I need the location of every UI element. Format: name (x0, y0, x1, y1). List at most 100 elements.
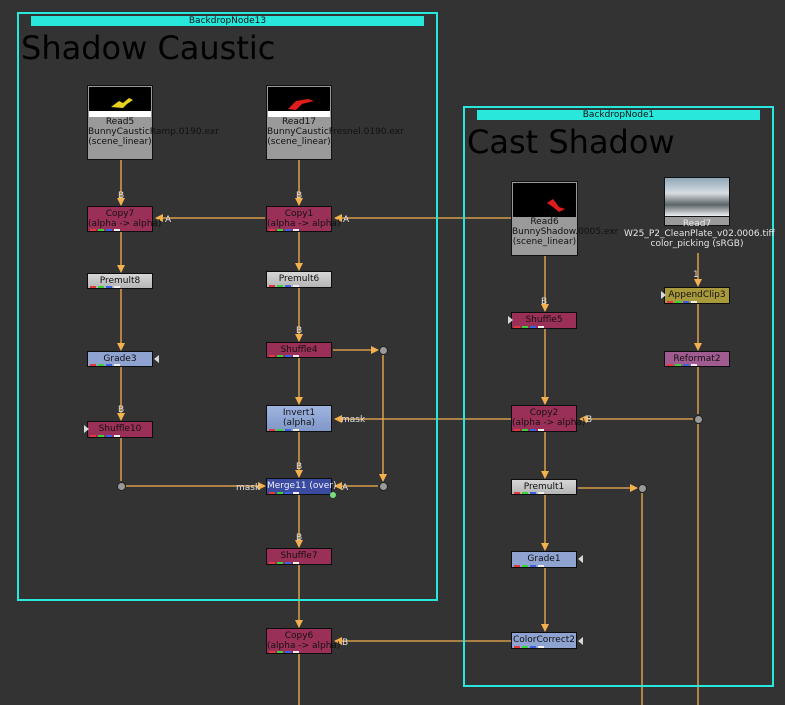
input-label-one: 1 (693, 270, 699, 280)
read-colorspace: (scene_linear) (88, 137, 152, 147)
node-merge11[interactable]: Merge11 (over) (266, 478, 337, 495)
input-label-b: B (118, 405, 125, 415)
input-label-mask: mask (236, 483, 261, 493)
channel-indicator (269, 229, 329, 231)
node-sub: (alpha) (283, 418, 315, 428)
read-thumbnail (268, 87, 330, 111)
input-label-a: A (165, 215, 172, 225)
dot-node[interactable] (379, 346, 388, 355)
node-shuffle5[interactable]: Shuffle5 (511, 312, 577, 329)
read-thumbnail (89, 87, 151, 111)
node-copy2[interactable]: Copy2 (alpha -> alpha) (511, 405, 586, 432)
node-name: Copy2 (529, 408, 559, 418)
node-name: Copy6 (284, 631, 314, 641)
backdrop-label: BackdropNode1 (477, 110, 760, 120)
input-label-b: B (118, 191, 125, 201)
node-shuffle4[interactable]: Shuffle4 (266, 342, 332, 358)
channel-indicator (269, 429, 329, 431)
input-label-b: B (296, 191, 303, 201)
channel-indicator (269, 355, 329, 357)
mask-input-arrow[interactable] (661, 291, 666, 299)
node-premult6[interactable]: Premult6 (266, 271, 332, 288)
backdrop-title: Cast Shadow (467, 123, 675, 161)
node-copy7[interactable]: Copy7 (alpha -> alpha) (87, 206, 162, 232)
node-name: Shuffle4 (280, 345, 318, 355)
dot-node[interactable] (638, 484, 647, 493)
read-name: Read7 (682, 219, 712, 229)
node-name: Copy1 (284, 209, 314, 219)
dot-node[interactable] (117, 482, 126, 491)
read-colorspace: (scene_linear) (512, 237, 577, 247)
backdrop-title: Shadow Caustic (21, 29, 276, 67)
read-name: Read5 (105, 117, 135, 127)
node-reformat2[interactable]: Reformat2 (664, 351, 730, 367)
channel-indicator (269, 651, 329, 653)
node-name: Grade1 (527, 554, 561, 564)
channel-indicator (667, 364, 727, 366)
output-arrow[interactable] (578, 555, 583, 563)
dot-node[interactable] (379, 482, 388, 491)
mask-input-arrow[interactable] (508, 316, 513, 324)
read-name: Read6 (530, 217, 559, 227)
node-sub: (alpha -> alpha) (88, 219, 162, 229)
read-node-read17[interactable]: Read17 BunnyCausticFresnel.0190.exr (sce… (266, 85, 404, 160)
input-label-b: B (342, 638, 349, 648)
input-label-b: B (586, 415, 593, 425)
node-colorcorrect2[interactable]: ColorCorrect2 (511, 632, 577, 649)
backdrop-label: BackdropNode13 (31, 16, 424, 26)
read-node-read5[interactable]: Read5 BunnyCausticRamp.0190.exr (scene_l… (87, 85, 219, 160)
channel-indicator (514, 565, 574, 567)
node-name: Grade3 (103, 354, 137, 364)
node-name: Shuffle5 (525, 315, 563, 325)
node-name: Premult8 (99, 276, 141, 286)
read-file: W25_P2_CleanPlate_v02.0006.tiff (624, 229, 775, 239)
channel-indicator (514, 326, 574, 328)
channel-indicator (667, 301, 727, 303)
read-node-read7[interactable]: Read7 W25_P2_CleanPlate_v02.0006.tiff co… (624, 177, 775, 253)
backdrop-node-1[interactable]: BackdropNode1 Cast Shadow (463, 106, 774, 687)
node-name: Premult6 (278, 274, 320, 284)
read-thumbnail (664, 177, 730, 217)
node-name: Reformat2 (673, 354, 721, 364)
node-shuffle7[interactable]: Shuffle7 (266, 548, 332, 565)
node-name: Copy7 (105, 209, 135, 219)
node-copy6[interactable]: Copy6 (alpha -> alpha) (266, 628, 340, 654)
channel-indicator (514, 646, 574, 648)
output-arrow[interactable] (578, 637, 583, 645)
mask-input-arrow[interactable] (84, 425, 89, 433)
read-node-read6[interactable]: Read6 BunnyShadow.0005.exr (scene_linear… (511, 181, 619, 256)
node-name: Premult1 (523, 482, 565, 492)
node-name: ColorCorrect2 (512, 635, 576, 645)
node-grade3[interactable]: Grade3 (87, 351, 153, 367)
node-appendclip3[interactable]: AppendClip3 (664, 287, 730, 304)
backdrop-node-13[interactable]: BackdropNode13 Shadow Caustic (17, 12, 438, 601)
read-colorspace: color_picking (sRGB) (650, 239, 744, 249)
read-file: BunnyShadow.0005.exr (512, 227, 619, 237)
node-grade1[interactable]: Grade1 (511, 551, 577, 568)
channel-indicator (269, 285, 329, 287)
dot-node[interactable] (694, 415, 703, 424)
node-name: Invert1 (282, 408, 316, 418)
node-name: Shuffle7 (280, 551, 318, 561)
node-name: Shuffle10 (98, 424, 142, 434)
read-name: Read17 (281, 117, 317, 127)
node-invert1[interactable]: Invert1 (alpha) (266, 405, 332, 432)
input-label-b: B (541, 297, 548, 307)
node-sub: (alpha -> alpha) (267, 219, 341, 229)
node-premult1[interactable]: Premult1 (511, 479, 577, 495)
merge-output-dot (330, 492, 336, 498)
channel-indicator (90, 435, 150, 437)
node-shuffle10[interactable]: Shuffle10 (87, 421, 153, 438)
output-arrow[interactable] (154, 355, 159, 363)
channel-indicator (90, 229, 150, 231)
channel-indicator (514, 492, 574, 494)
node-copy1[interactable]: Copy1 (alpha -> alpha) (266, 206, 341, 232)
node-sub: (alpha -> alpha) (512, 418, 586, 428)
channel-indicator (269, 562, 329, 564)
channel-indicator (514, 429, 574, 431)
input-label-b: B (296, 326, 303, 336)
node-premult8[interactable]: Premult8 (87, 273, 153, 289)
read-thumbnail (513, 183, 576, 217)
